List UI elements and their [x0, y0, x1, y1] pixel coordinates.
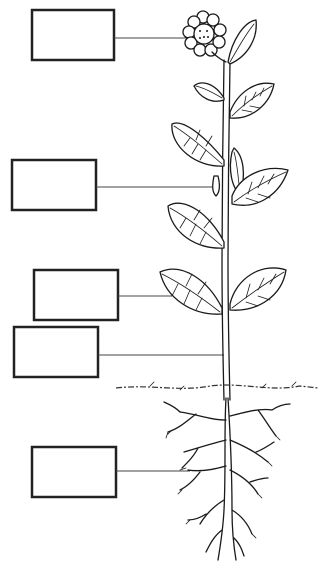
flower: [183, 11, 226, 62]
leaf-top-right: [228, 20, 256, 64]
label-box-leaf[interactable]: [34, 270, 118, 320]
label-leaf[interactable]: [34, 270, 172, 320]
plant-illustration: [116, 11, 318, 560]
label-stem[interactable]: [14, 327, 224, 377]
label-bud[interactable]: [12, 160, 212, 210]
label-box-flower[interactable]: [32, 10, 114, 60]
leaf-upper-left-small: [194, 83, 224, 101]
leaf-lower-middle-left: [168, 203, 224, 248]
leaf-lower-right: [230, 268, 286, 310]
leaf-upper-right: [230, 83, 274, 118]
label-flower[interactable]: [32, 10, 190, 60]
stem: [222, 60, 230, 400]
label-root[interactable]: [32, 447, 190, 497]
leaf: [160, 269, 222, 314]
leaf-middle-left: [172, 123, 224, 166]
roots: [164, 398, 290, 560]
ground-line: [116, 382, 318, 390]
label-box-root[interactable]: [32, 447, 116, 497]
label-box-bud[interactable]: [12, 160, 96, 210]
label-box-stem[interactable]: [14, 327, 98, 377]
